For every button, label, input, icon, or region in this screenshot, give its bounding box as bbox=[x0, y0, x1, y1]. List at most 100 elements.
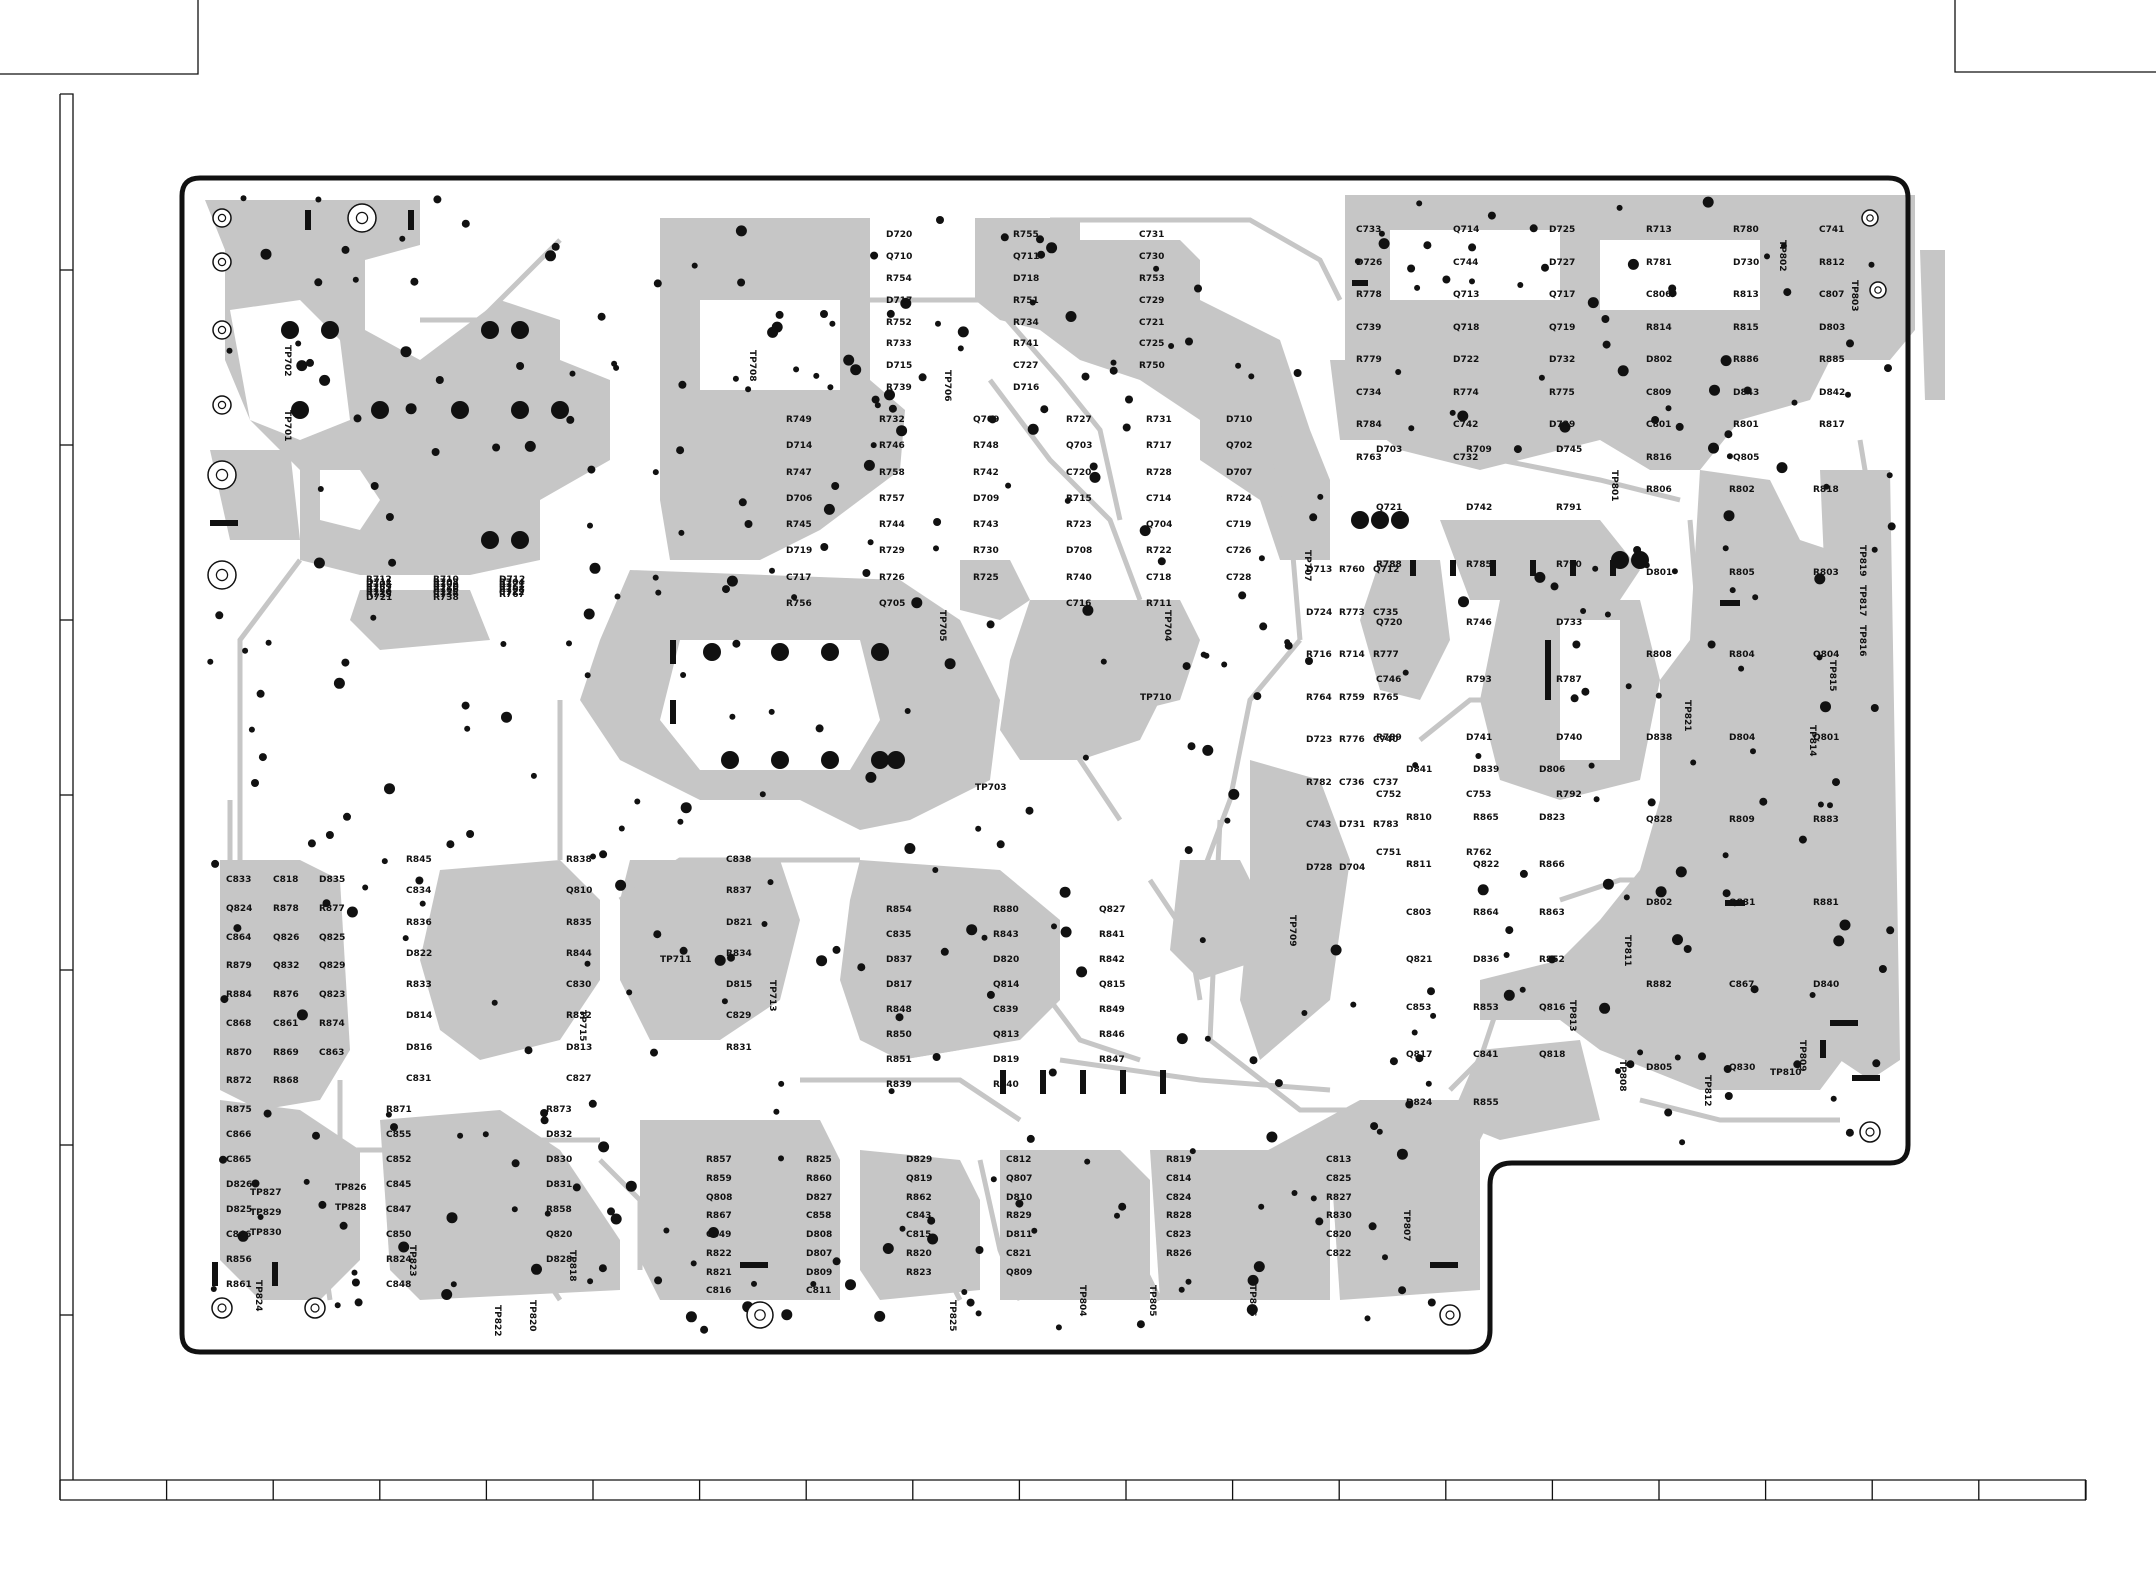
trace bbox=[977, 1159, 1023, 1301]
solder-pad bbox=[933, 545, 939, 552]
trace bbox=[1687, 519, 1703, 800]
component-label: D723 bbox=[1306, 735, 1332, 745]
component-label: R741 bbox=[1013, 339, 1039, 349]
solder-pad bbox=[1709, 384, 1720, 396]
test-point-label: TP804 bbox=[1077, 1285, 1087, 1317]
solder-pad bbox=[1396, 1148, 1408, 1160]
component-label: R788 bbox=[1376, 560, 1402, 570]
component-label: R748 bbox=[973, 441, 999, 451]
solder-pad bbox=[1752, 594, 1759, 601]
solder-pad bbox=[1110, 359, 1117, 366]
solder-pad bbox=[1350, 1001, 1357, 1008]
large-pad bbox=[871, 643, 889, 661]
test-point-label: TP829 bbox=[250, 1208, 282, 1218]
component-label: D729 bbox=[1549, 420, 1575, 430]
component-label: D824 bbox=[1406, 1098, 1432, 1108]
solder-pad bbox=[775, 310, 784, 319]
trace bbox=[1048, 998, 1141, 1063]
solder-pad bbox=[388, 558, 397, 567]
solder-pad bbox=[1051, 923, 1057, 930]
component-label: R852 bbox=[1539, 955, 1565, 965]
rect-pad bbox=[1080, 1070, 1086, 1094]
solder-pad bbox=[1122, 423, 1131, 432]
component-label: R842 bbox=[1099, 955, 1125, 965]
component-label: C730 bbox=[1139, 252, 1164, 262]
trace bbox=[1050, 217, 1343, 302]
test-point-label: TP824 bbox=[253, 1280, 263, 1312]
solder-pad bbox=[1570, 694, 1579, 703]
solder-pad bbox=[1626, 1060, 1635, 1069]
solder-pad bbox=[210, 1286, 217, 1292]
solder-pad bbox=[1199, 937, 1206, 944]
component-label: Q711 bbox=[1013, 252, 1039, 262]
test-point-label: TP820 bbox=[527, 1300, 537, 1332]
component-label: R880 bbox=[993, 905, 1019, 915]
component-label: R831 bbox=[726, 1043, 752, 1053]
component-label: C735 bbox=[1373, 608, 1398, 618]
component-label: C728 bbox=[1226, 573, 1251, 583]
solder-pad bbox=[1376, 1128, 1383, 1135]
mounting-hole-center bbox=[215, 468, 229, 482]
component-label: D832 bbox=[546, 1130, 572, 1140]
solder-pad bbox=[339, 1221, 348, 1230]
solder-pad bbox=[220, 995, 229, 1004]
solder-pad bbox=[1082, 754, 1089, 761]
component-label: R763 bbox=[1356, 453, 1382, 463]
component-label: D714 bbox=[786, 441, 812, 451]
solder-pad bbox=[431, 448, 440, 456]
mounting-hole-center bbox=[217, 1303, 227, 1313]
test-point-label: TP808 bbox=[1617, 1060, 1627, 1092]
solder-pad bbox=[975, 1246, 984, 1254]
test-point-label: TP815 bbox=[1827, 660, 1837, 692]
component-label: R871 bbox=[386, 1105, 412, 1115]
rect-pad bbox=[1352, 280, 1368, 286]
solder-pad bbox=[1029, 299, 1036, 306]
solder-pad bbox=[524, 1046, 533, 1055]
solder-pad bbox=[988, 415, 997, 424]
large-pad bbox=[481, 321, 499, 339]
trace bbox=[1017, 658, 1123, 822]
solder-pad bbox=[1846, 339, 1854, 348]
solder-pad bbox=[791, 594, 798, 601]
solder-pad bbox=[588, 1099, 597, 1108]
component-label: C868 bbox=[226, 1019, 251, 1029]
solder-pad bbox=[732, 375, 739, 382]
component-label: D706 bbox=[786, 494, 812, 504]
solder-pad bbox=[572, 1183, 581, 1192]
solder-pad bbox=[1204, 1035, 1211, 1042]
solder-pad bbox=[1082, 604, 1094, 616]
solder-pad bbox=[1065, 311, 1077, 322]
component-label: R805 bbox=[1729, 568, 1755, 578]
mounting-hole-center bbox=[754, 1309, 766, 1321]
component-label: R746 bbox=[879, 441, 905, 451]
solder-pad bbox=[1449, 409, 1456, 416]
solder-pad bbox=[1416, 200, 1423, 207]
component-label: R843 bbox=[993, 930, 1019, 940]
solder-pad bbox=[1247, 1274, 1259, 1286]
component-label: D830 bbox=[546, 1155, 572, 1165]
large-pad bbox=[1631, 551, 1649, 569]
component-label: D721 bbox=[366, 593, 392, 603]
solder-pad bbox=[587, 465, 596, 474]
solder-pad bbox=[1780, 242, 1787, 249]
mounting-hole-center bbox=[355, 211, 369, 225]
solder-pad bbox=[1136, 1320, 1145, 1329]
solder-pad bbox=[863, 459, 875, 471]
solder-pad bbox=[680, 672, 687, 678]
component-label: Q819 bbox=[906, 1174, 932, 1184]
component-label: C820 bbox=[1326, 1230, 1351, 1240]
component-label: R815 bbox=[1733, 323, 1759, 333]
solder-pad bbox=[722, 585, 730, 594]
mounting-hole bbox=[1859, 1121, 1881, 1143]
component-label: D839 bbox=[1473, 765, 1499, 775]
solder-pad bbox=[584, 672, 591, 679]
component-label: C806 bbox=[1646, 290, 1671, 300]
component-label: R733 bbox=[886, 339, 912, 349]
solder-pad bbox=[857, 963, 866, 972]
solder-pad bbox=[296, 1009, 308, 1021]
component-label: R712 bbox=[366, 575, 392, 585]
solder-pad bbox=[1839, 919, 1851, 931]
solder-pad bbox=[1194, 284, 1202, 293]
solder-pad bbox=[1559, 421, 1571, 433]
component-label: D732 bbox=[1549, 355, 1575, 365]
